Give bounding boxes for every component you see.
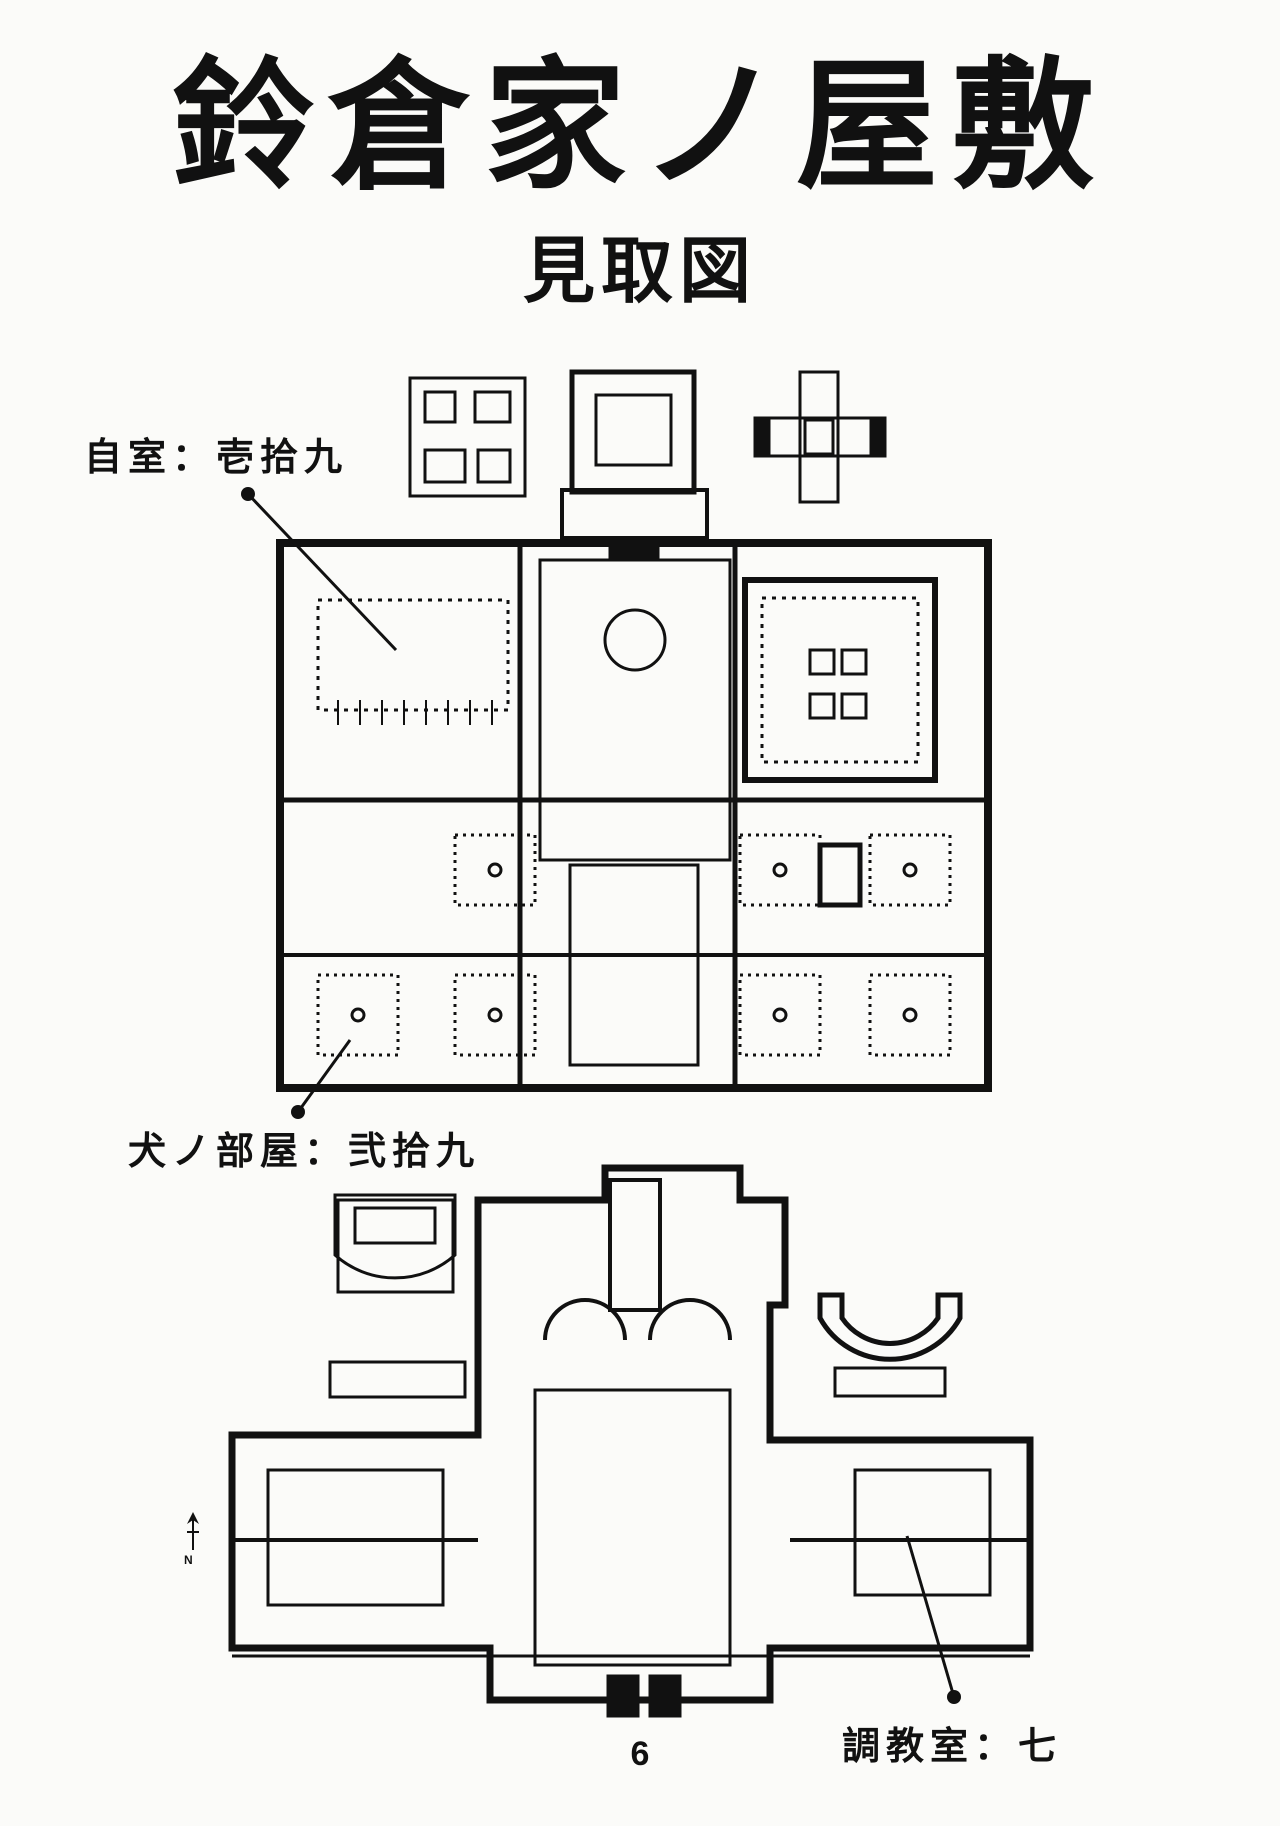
page-subtitle: 見取図 [522, 228, 757, 313]
label-training-room: 調教室：七 [842, 1723, 1063, 1768]
label-own-room: 自室：壱拾九 [84, 434, 349, 479]
east-court [742, 577, 938, 783]
annex-cross [753, 370, 887, 504]
main-building [276, 539, 992, 1092]
crescent-east [817, 1292, 963, 1362]
page-number: 6 [630, 1735, 650, 1773]
gatehouse [569, 369, 697, 495]
annex-northwest [408, 376, 527, 498]
label-dog-room: 犬ノ部屋：弐拾九 [128, 1128, 481, 1173]
page-title: 鈴倉家ノ屋敷 [172, 43, 1108, 209]
palace-bottom [228, 1164, 1034, 1704]
north-letter: N [184, 1553, 193, 1567]
central-hall [538, 558, 732, 862]
great-court [533, 1388, 732, 1667]
north-arrow-icon [187, 1512, 199, 1550]
theatre-west [328, 1193, 467, 1399]
